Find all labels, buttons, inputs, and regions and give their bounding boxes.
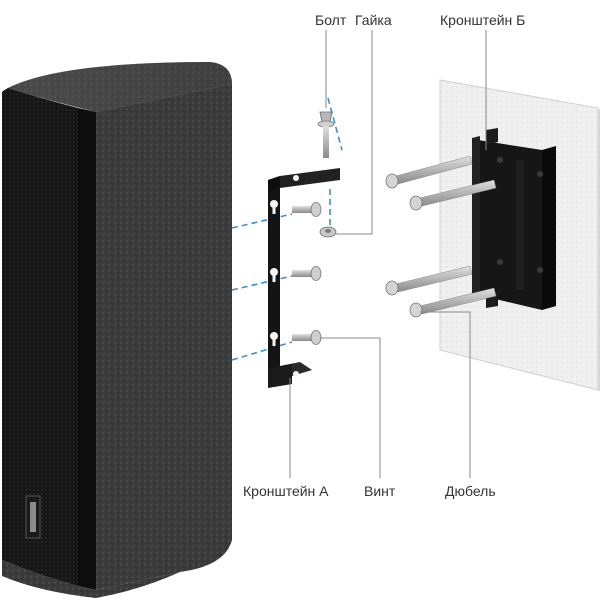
anchor-screw-icon — [385, 265, 473, 296]
bracket-b — [472, 128, 556, 310]
anchor-screw-icon — [409, 179, 497, 211]
leader-line-screw — [320, 337, 381, 478]
guide-line-top — [231, 213, 293, 229]
label-bracket-a: Кронштейн А — [243, 483, 329, 499]
nut-icon — [319, 226, 337, 238]
guide-line-bottom — [231, 341, 293, 361]
screw-icon — [292, 202, 322, 217]
screws-bracket-a — [292, 202, 322, 345]
anchor-screw-icon — [385, 155, 473, 189]
label-screw: Винт — [364, 483, 396, 499]
bolt-icon — [317, 111, 335, 158]
speaker-cabinet — [2, 62, 232, 598]
anchors — [385, 155, 497, 318]
screw-icon — [292, 330, 322, 345]
guide-line-bolt — [327, 97, 343, 151]
guide-line-middle — [231, 275, 293, 291]
label-nut: Гайка — [355, 12, 392, 28]
label-bolt: Болт — [315, 12, 347, 28]
label-anchor: Дюбель — [445, 483, 496, 499]
leader-line-anchor — [420, 311, 471, 478]
leader-lines — [289, 30, 487, 478]
anchor-screw-icon — [409, 287, 497, 318]
bracket-a — [268, 168, 340, 388]
leader-line-nut — [336, 30, 373, 235]
label-bracket-b: Кронштейн Б — [440, 12, 526, 28]
screw-icon — [292, 266, 322, 281]
